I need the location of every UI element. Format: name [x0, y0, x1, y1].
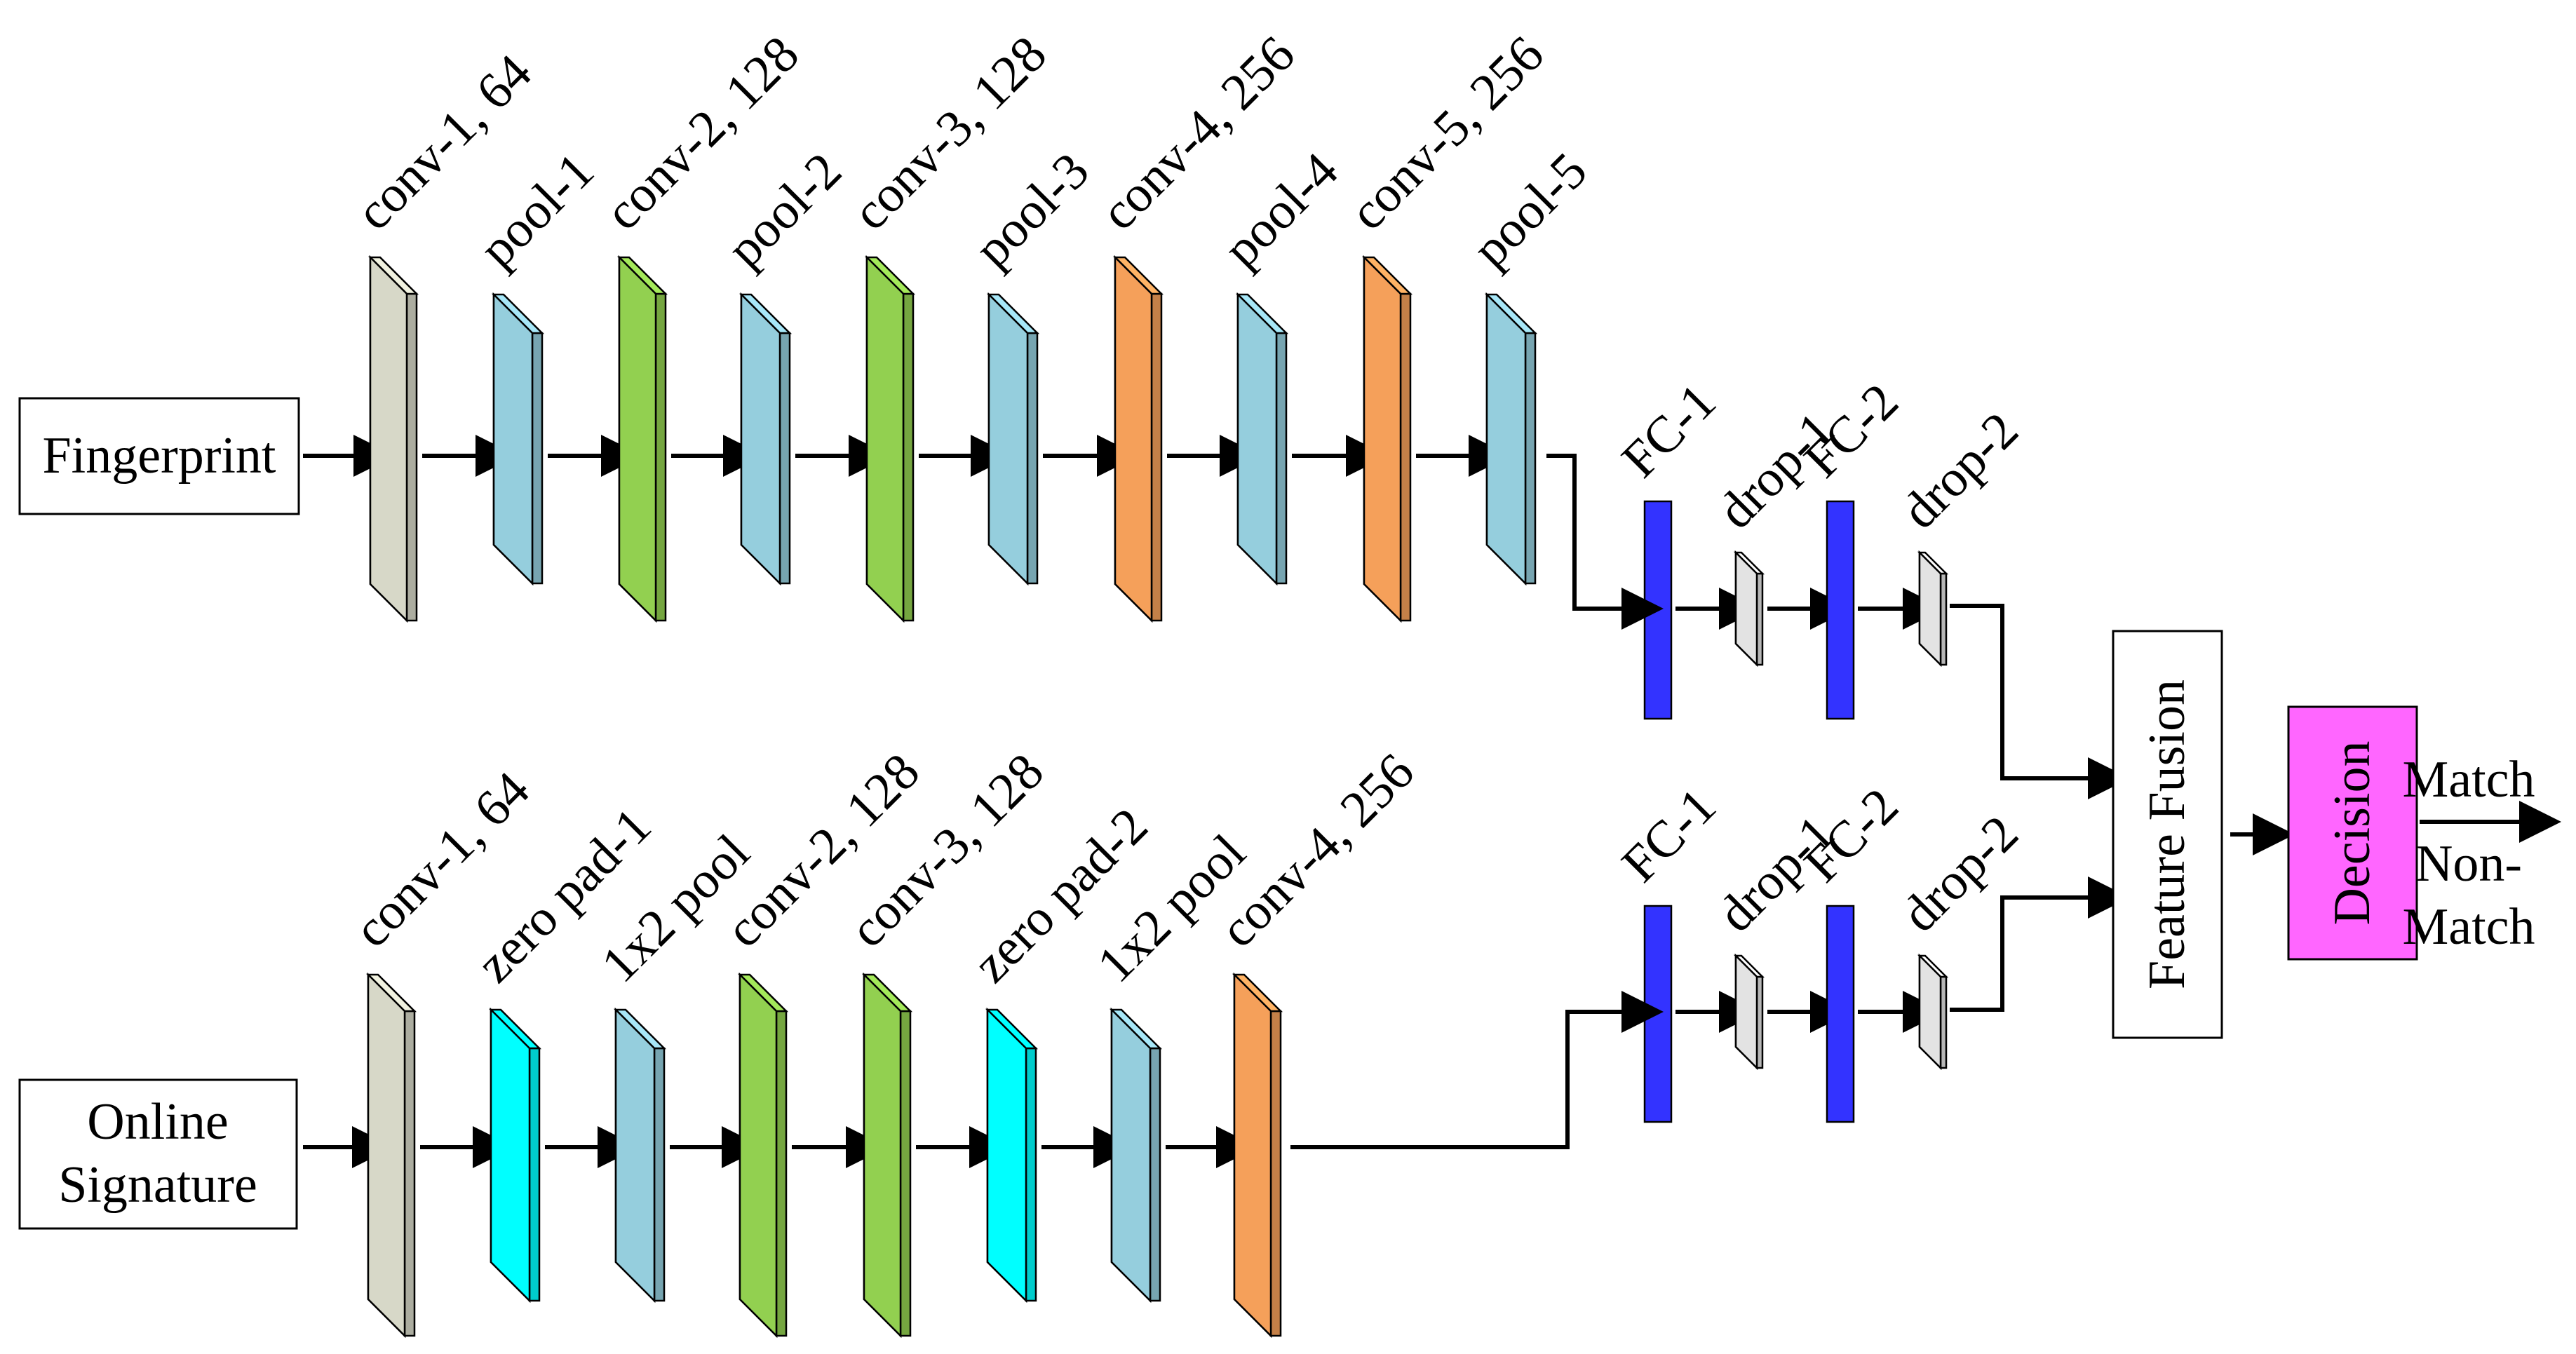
- fingerprint-input-label: Fingerprint: [43, 427, 276, 485]
- signature-layer-6: [985, 1007, 1039, 1304]
- signature-layer-1: [1643, 905, 1673, 1123]
- feature-fusion-label: Feature Fusion: [2138, 679, 2196, 989]
- signature-layer-1-label: FC-1: [1611, 777, 1727, 893]
- signature-layer-4-label: drop-2: [1891, 805, 2029, 943]
- signature-layer-3: [613, 1007, 667, 1304]
- signature-layer-1: [365, 972, 417, 1339]
- signature-layer-5: [861, 972, 913, 1339]
- signature-layer-8: [1232, 972, 1283, 1339]
- signature-input-label-line1: Online: [87, 1093, 228, 1151]
- signature-layer-2: [488, 1007, 542, 1304]
- output-match-label: Match: [2402, 751, 2535, 808]
- fingerprint-layer-4: [1917, 550, 1949, 668]
- fingerprint-layer-7: [1112, 255, 1164, 623]
- fingerprint-layer-2-label: pool-1: [468, 142, 605, 278]
- signature-input-box: Online Signature: [18, 1078, 298, 1230]
- fingerprint-layer-8-label: pool-4: [1213, 142, 1349, 278]
- output-non-match-label-line2: Match: [2402, 898, 2535, 956]
- fingerprint-layer-1: [1643, 500, 1673, 720]
- signature-input-label-line2: Signature: [58, 1156, 257, 1214]
- signature-to-fusion-arrow: [1950, 876, 2130, 1012]
- fingerprint-layer-10: [1484, 292, 1538, 586]
- signature-layer-4: [737, 972, 789, 1339]
- fingerprint-layer-4-label: drop-2: [1891, 402, 2029, 540]
- fingerprint-layer-3: [616, 255, 668, 623]
- decision-box: Decision: [2287, 705, 2418, 961]
- fingerprint-to-fusion-arrow: [1950, 604, 2130, 799]
- fingerprint-layer-3: [1826, 500, 1855, 720]
- signature-layer-7: [1109, 1007, 1163, 1304]
- fingerprint-layer-5: [864, 255, 916, 623]
- signature-layer-2: [1733, 953, 1765, 1071]
- signature-layer-3: [1826, 905, 1855, 1123]
- fingerprint-layer-6-label: pool-3: [964, 142, 1100, 278]
- fingerprint-layer-4-label: pool-2: [716, 142, 853, 278]
- fingerprint-input-box: Fingerprint: [18, 397, 300, 515]
- fingerprint-layer-2: [491, 292, 545, 586]
- signature-to-fc-arrow: [1290, 991, 1664, 1149]
- fingerprint-layer-9: [1361, 255, 1413, 623]
- decision-label: Decision: [2324, 740, 2381, 925]
- feature-fusion-box: Feature Fusion: [2112, 630, 2223, 1039]
- fingerprint-layer-1-label: FC-1: [1611, 372, 1727, 489]
- fingerprint-layer-1: [367, 255, 419, 623]
- signature-layer-4: [1917, 953, 1949, 1071]
- fingerprint-layer-10-label: pool-5: [1462, 142, 1598, 278]
- output-non-match-label-line1: Non-: [2415, 835, 2522, 893]
- fingerprint-layer-8: [1235, 292, 1289, 586]
- fingerprint-layer-4: [739, 292, 793, 586]
- fingerprint-to-fc-arrow: [1546, 454, 1664, 630]
- fingerprint-layer-2: [1733, 550, 1765, 668]
- fingerprint-layer-6: [986, 292, 1040, 586]
